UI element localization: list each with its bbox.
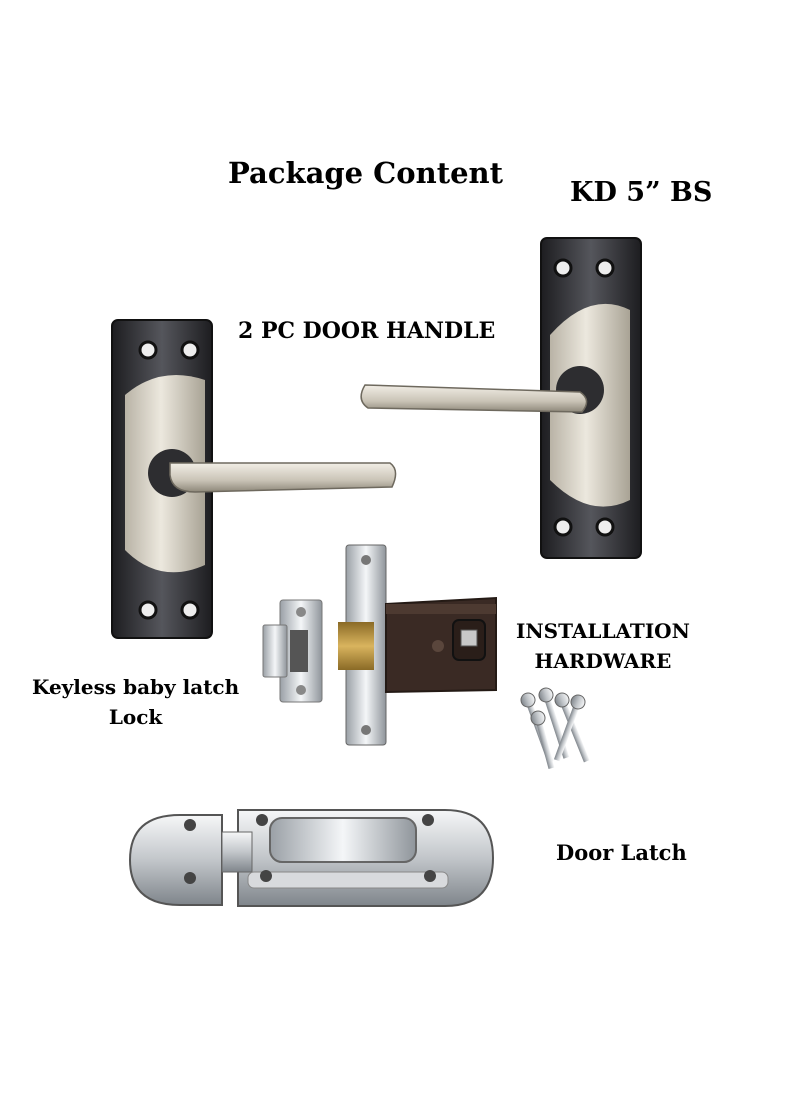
mortise-latch — [338, 544, 497, 746]
baby-latch-line-2: Lock — [108, 705, 163, 729]
right-door-handle — [360, 237, 642, 559]
door-latch-label: Door Latch — [556, 840, 687, 865]
door-handle-label: 2 PC DOOR HANDLE — [238, 318, 496, 344]
page-title: Package Content — [228, 156, 504, 190]
model-code: KD 5” BS — [570, 177, 713, 208]
installation-line-2: HARDWARE — [534, 649, 672, 673]
baby-latch-label: Keyless baby latch Lock — [32, 672, 239, 732]
strike-plate — [262, 599, 323, 703]
door-latch — [128, 809, 495, 907]
baby-latch-line-1: Keyless baby latch — [32, 675, 240, 699]
installation-screws — [520, 687, 590, 770]
left-door-handle — [111, 319, 397, 639]
installation-hardware-label: INSTALLATION HARDWARE — [516, 616, 690, 676]
installation-line-1: INSTALLATION — [516, 619, 690, 643]
